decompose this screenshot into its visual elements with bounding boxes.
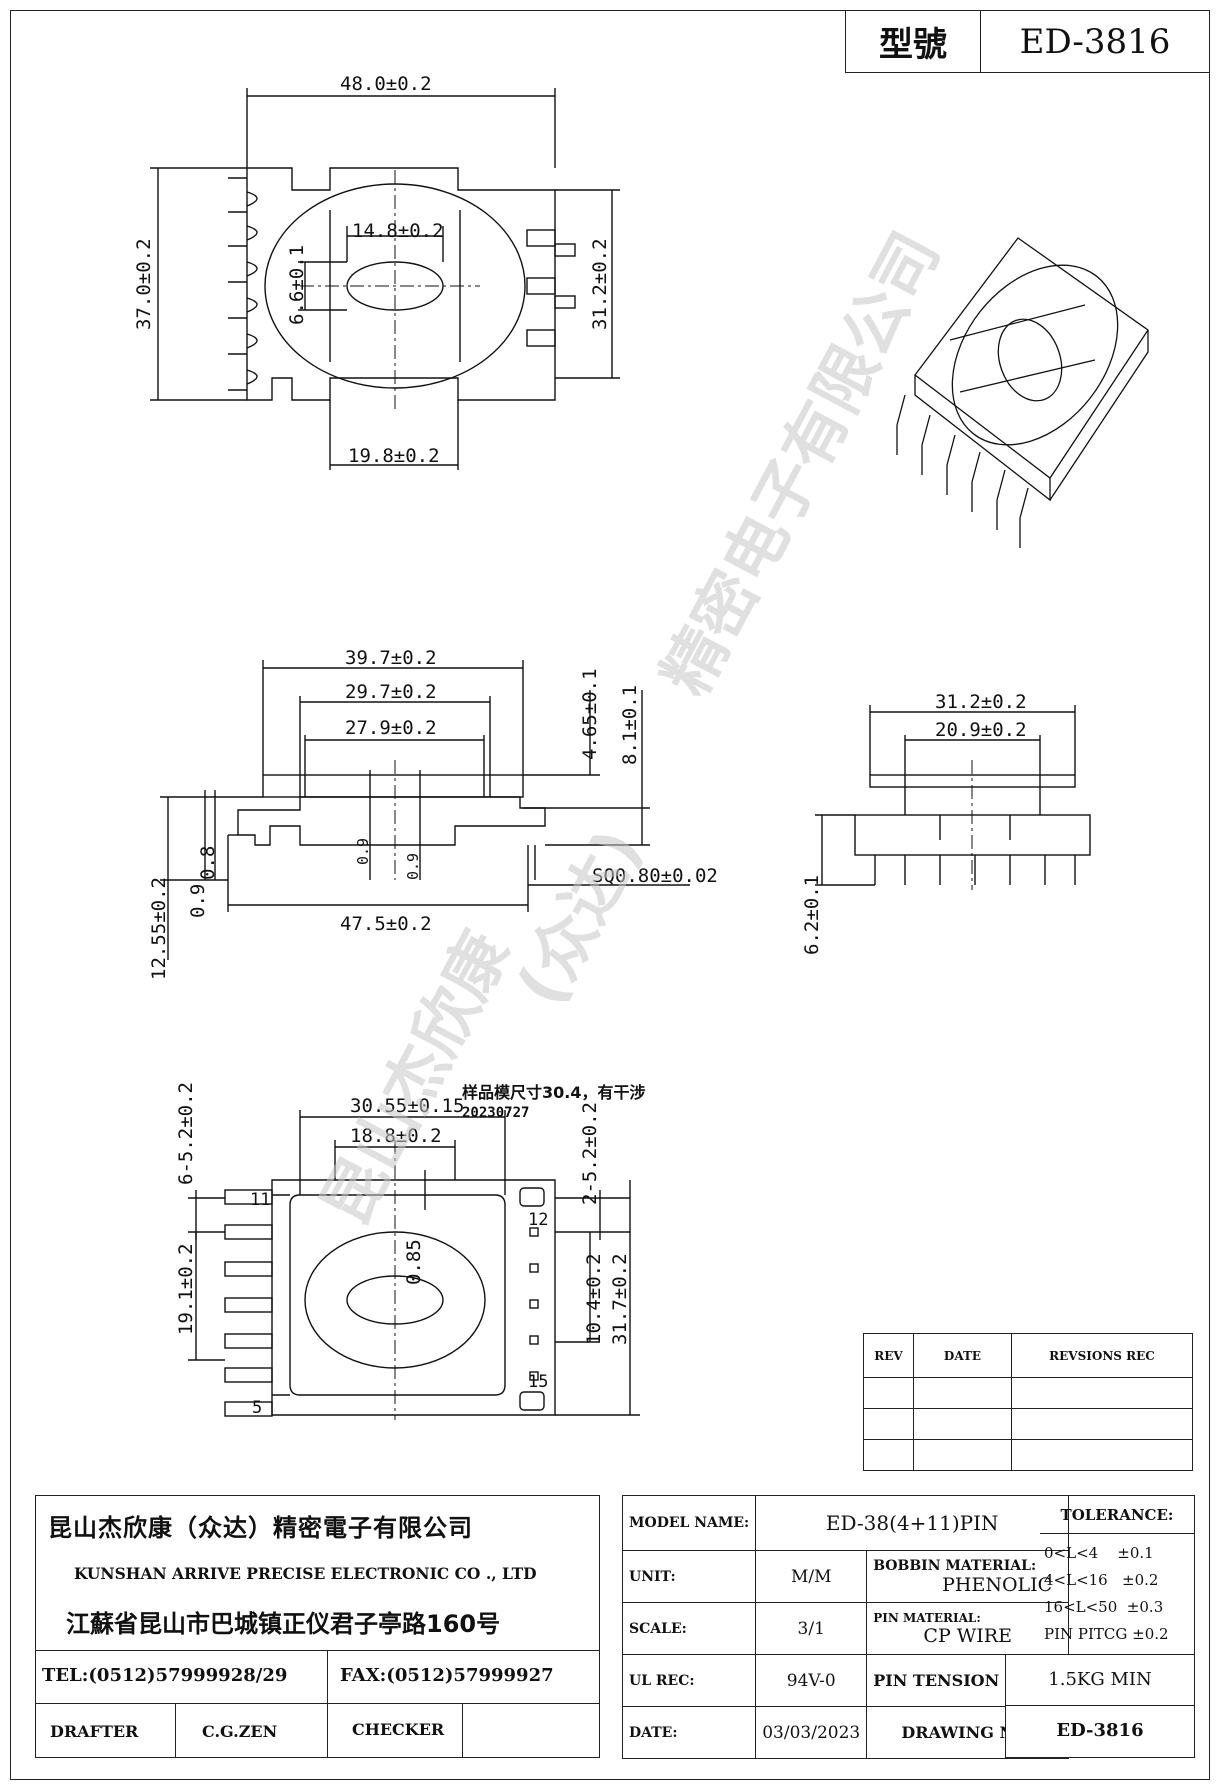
tension-value: 1.5KG MIN (1005, 1654, 1195, 1706)
dim-side-a: 31.2±0.2 (935, 691, 1027, 713)
drawing-value: ED-3816 (1005, 1705, 1195, 1758)
watermark-line3: 昆山杰欣康 (309, 920, 525, 1237)
tolerance-row-2: 4<L<16 ±0.2 (1044, 1571, 1159, 1589)
bottom-note-line2: 20230727 (462, 1105, 529, 1121)
company-fax: FAX:(0512)57999927 (340, 1665, 554, 1686)
dim-front-g: 0.9 (404, 853, 422, 880)
dim-side-h: 6.2±0.1 (801, 875, 823, 955)
tolerance-row-4: PIN PITCG ±0.2 (1044, 1625, 1169, 1643)
tolerance-row-1: 0<L<4 ±0.1 (1044, 1544, 1154, 1562)
dim-bottom-d: 2-5.2±0.2 (579, 1102, 601, 1205)
company-tel: TEL:(0512)57999928/29 (36, 1651, 328, 1703)
company-name-en: KUNSHAN ARRIVE PRECISE ELECTRONIC CO ., … (74, 1564, 537, 1583)
dim-side-b: 20.9±0.2 (935, 719, 1027, 741)
rev-header-date: DATE (913, 1333, 1012, 1378)
scale-label: SCALE: (621, 1602, 757, 1655)
specs-table: MODEL NAME: ED-38(4+11)PIN UNIT: M/M BOB… (621, 1495, 1070, 1759)
dim-top-right-h: 31.2±0.2 (589, 238, 611, 330)
dim-front-d: 4.65±0.1 (579, 668, 601, 760)
dim-bottom-e: 19.1±0.2 (175, 1243, 197, 1335)
top-right-pins (526, 229, 576, 347)
watermark-line2: (众达) (504, 818, 657, 1017)
model-name-label: MODEL NAME: (621, 1495, 757, 1551)
date-label: DATE: (621, 1706, 757, 1759)
unit-value: M/M (755, 1550, 868, 1603)
model-label: 型號 (845, 10, 981, 73)
dim-bottom-f: 0.85 (403, 1239, 425, 1285)
dim-front-a: 39.7±0.2 (345, 647, 437, 669)
pin-label-5: 5 (252, 1398, 262, 1418)
watermark-line1: 精密电子有限公司 (649, 221, 955, 708)
rev-header-rec: REVSIONS REC (1011, 1333, 1193, 1378)
drafter-value: C.G.ZEN (176, 1704, 328, 1757)
dim-front-h: 0.9 (187, 884, 209, 918)
tolerance-title: TOLERANCE: (1040, 1496, 1194, 1534)
iso-view (896, 237, 1149, 548)
company-name-cn: 昆山杰欣康（众达）精密電子有限公司 (48, 1514, 473, 1542)
bobbin-value: PHENOLIC (942, 1573, 1053, 1596)
pin-material-value: CP WIRE (923, 1624, 1012, 1647)
dim-top-height: 37.0±0.2 (133, 238, 155, 330)
dim-bottom-a: 30.55±0.15 (350, 1095, 464, 1117)
revision-table: REV DATE REVSIONS REC (863, 1333, 1193, 1471)
rev-header-rev: REV (863, 1333, 914, 1378)
dim-front-b: 29.7±0.2 (345, 681, 437, 703)
dim-top-bottom-w: 19.8±0.2 (348, 445, 440, 467)
model-name-value: ED-38(4+11)PIN (755, 1495, 1070, 1551)
bottom-left-pins (224, 1189, 273, 1417)
dim-front-c: 27.9±0.2 (345, 717, 437, 739)
tolerance-row-3: 16<L<50 ±0.3 (1044, 1598, 1164, 1616)
ul-value: 94V-0 (755, 1654, 868, 1707)
drawing-frame (10, 10, 1210, 1780)
bottom-view (188, 1110, 640, 1420)
top-body-outline (246, 167, 556, 401)
bottom-body-outline (271, 1179, 556, 1416)
pin-label-15: 15 (528, 1372, 548, 1392)
front-base (237, 796, 546, 846)
top-view (150, 88, 620, 470)
pin-label-11: 11 (250, 1190, 270, 1210)
dim-front-j: 12.55±0.2 (148, 877, 170, 980)
company-address: 江蘇省昆山市巴城镇正仪君子亭路160号 (66, 1610, 501, 1638)
header-box: 型號 ED-3816 (845, 10, 1210, 73)
checker-label: CHECKER (328, 1704, 463, 1757)
top-left-pins (228, 177, 258, 391)
tolerance-block: TOLERANCE: 0<L<4 ±0.1 4<L<16 ±0.2 16<L<50 … (1040, 1495, 1195, 1758)
dim-bottom-c: 6-5.2±0.2 (175, 1082, 197, 1185)
dim-front-e: 8.1±0.1 (619, 685, 641, 765)
front-view (160, 660, 690, 960)
dim-front-f: 0.9 (354, 838, 372, 865)
bottom-right-pins (529, 1227, 539, 1381)
dim-top-oval-h: 6.6±0.1 (286, 245, 308, 325)
dim-bottom-b: 18.8±0.2 (350, 1125, 442, 1147)
side-view (815, 705, 1091, 890)
bobbin-label: BOBBIN MATERIAL: (873, 1557, 1037, 1574)
dim-front-i: 0.8 (197, 846, 219, 880)
drafter-label: DRAFTER (36, 1704, 176, 1757)
dim-bottom-g: 10.4±0.2 (583, 1253, 605, 1345)
ul-label: UL REC: (621, 1654, 757, 1707)
company-block: 昆山杰欣康（众达）精密電子有限公司 KUNSHAN ARRIVE PRECISE… (35, 1495, 600, 1758)
dim-front-k: 47.5±0.2 (340, 913, 432, 935)
dim-top-oval-w: 14.8±0.2 (352, 220, 444, 242)
scale-value: 3/1 (755, 1602, 868, 1655)
dim-front-sq: SQ0.80±0.02 (592, 865, 718, 887)
pin-label-12: 12 (528, 1210, 548, 1230)
unit-label: UNIT: (621, 1550, 757, 1603)
model-value: ED-3816 (980, 10, 1210, 73)
bottom-note-line1: 样品模尺寸30.4，有干涉 (462, 1083, 645, 1102)
pin-material-label: PIN MATERIAL: (873, 1610, 981, 1625)
dim-bottom-h: 31.7±0.2 (609, 1253, 631, 1345)
dim-top-width: 48.0±0.2 (340, 73, 432, 95)
date-value: 03/03/2023 (755, 1706, 868, 1759)
